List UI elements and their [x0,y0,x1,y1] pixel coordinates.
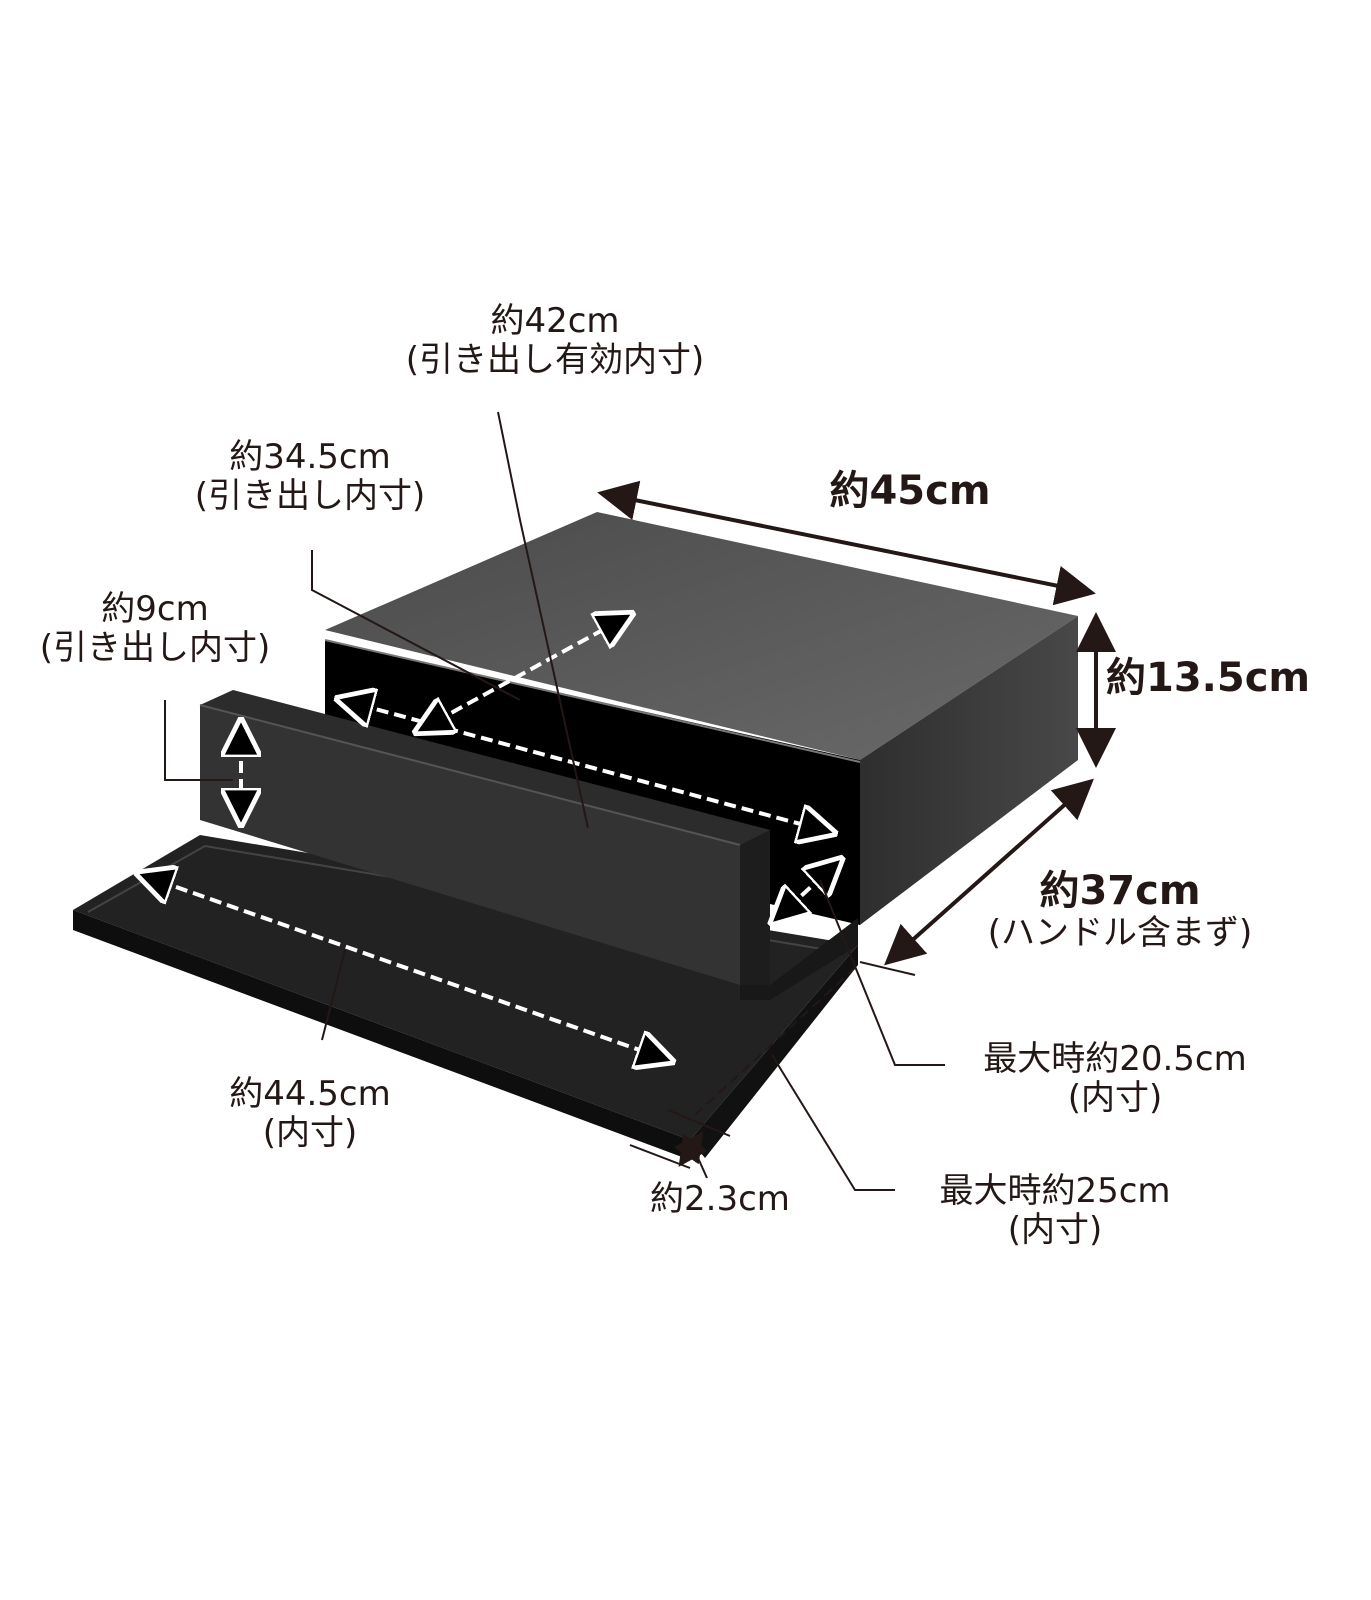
label-max-inner-a-value: 最大時約20.5cm [983,1039,1247,1079]
label-drawer-depth-value: 約34.5cm [229,437,391,477]
label-width-value: 約45cm [829,468,991,514]
label-max-inner-a: 最大時約20.5cm (内寸) [945,1039,1285,1119]
label-max-inner-b-note: (内寸) [1007,1210,1103,1251]
label-height: 約13.5cm [1106,655,1366,701]
label-tray-height-value: 約2.3cm [650,1179,790,1219]
label-max-inner-b-value: 最大時約25cm [939,1171,1171,1211]
label-inner-effective-value: 約42cm [490,301,620,341]
label-max-inner-b: 最大時約25cm (内寸) [895,1171,1215,1251]
label-tray-inner-note: (内寸) [262,1113,358,1154]
label-width: 約45cm [800,468,1020,514]
label-inner-effective: 約42cm (引き出し有効内寸) [355,301,755,381]
label-tray-inner: 約44.5cm (内寸) [195,1074,425,1154]
label-tray-inner-value: 約44.5cm [229,1074,391,1114]
dimension-arrows [597,480,1116,1167]
dashed-measure-arrows [142,616,838,1060]
label-tray-height: 約2.3cm [625,1179,815,1219]
label-drawer-height-value: 約9cm [101,589,209,629]
label-drawer-depth: 約34.5cm (引き出し内寸) [155,437,465,517]
label-drawer-height-note: (引き出し内寸) [39,628,271,669]
label-depth-value: 約37cm [1039,868,1201,914]
label-height-value: 約13.5cm [1106,655,1311,701]
leader-lines [164,411,945,1191]
label-max-inner-a-note: (内寸) [1067,1078,1163,1119]
label-depth: 約37cm (ハンドル含まず) [950,868,1290,953]
label-drawer-height: 約9cm (引き出し内寸) [0,589,310,669]
label-depth-note: (ハンドル含まず) [987,913,1253,953]
label-inner-effective-note: (引き出し有効内寸) [405,340,705,381]
label-drawer-depth-note: (引き出し内寸) [194,476,426,517]
